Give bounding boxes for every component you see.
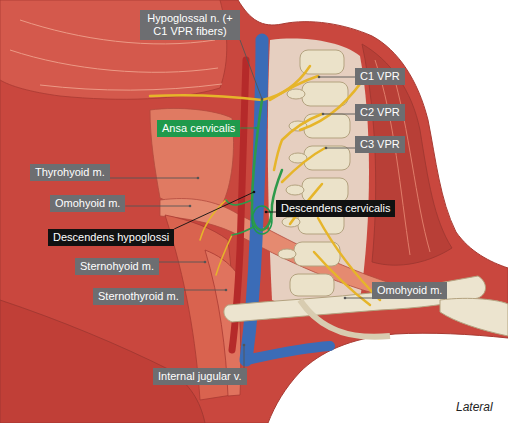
structure-label: Omohyoid m. — [55, 197, 120, 210]
structure-label: Descendens cervicalis — [281, 202, 390, 215]
view-label: Lateral — [456, 400, 493, 414]
structure-label: Omohyoid m. — [377, 284, 442, 297]
leader-line — [244, 345, 245, 368]
leader-dot — [344, 297, 347, 300]
label-box: Hypoglossal n. (+ C1 VPR fibers) — [140, 10, 240, 40]
leader-dot — [253, 191, 256, 194]
label-box: Omohyoid m. — [372, 282, 447, 299]
label-box: Descendens hypoglossi — [48, 229, 174, 246]
c2-ramus — [274, 114, 322, 170]
leader-dot — [225, 289, 228, 292]
structure-label: Internal jugular v. — [158, 370, 242, 383]
structure-label: Ansa cervicalis — [162, 122, 235, 135]
leader-dot — [204, 261, 207, 264]
subclavian-vein — [246, 346, 330, 360]
leader-line — [345, 298, 372, 299]
leader-line — [110, 178, 198, 179]
sternocleidomastoid-remnant — [0, 300, 205, 423]
leader-dot — [325, 147, 328, 150]
leader-line — [323, 114, 355, 115]
c3-ramus — [282, 148, 325, 182]
label-box: Omohyoid m. — [50, 195, 125, 212]
vertebra — [302, 82, 348, 106]
leader-dot — [261, 98, 264, 101]
label-box: Sternothyroid m. — [93, 288, 184, 305]
leader-dot — [265, 211, 268, 214]
structure-label: C2 VPR — [360, 106, 400, 119]
structure-label: C3 VPR — [360, 138, 400, 151]
leader-line — [125, 206, 190, 207]
view-label-text: Lateral — [456, 400, 493, 414]
label-box: Internal jugular v. — [153, 368, 247, 385]
structure-label: C1 VPR — [360, 70, 400, 83]
leader-dot — [255, 127, 258, 130]
posterior-muscle-stripe — [375, 60, 430, 255]
transverse-process — [278, 249, 296, 259]
structure-label: Descendens hypoglossi — [53, 231, 169, 244]
leader-dot — [189, 205, 192, 208]
leader-line — [240, 40, 262, 99]
ansa-loop-highlight — [252, 206, 272, 234]
leader-line — [319, 77, 355, 78]
label-box: C1 VPR — [355, 68, 405, 85]
structure-label: Hypoglossal n. (+ C1 VPR fibers) — [145, 12, 235, 38]
leader-dot — [318, 76, 321, 79]
leader-line — [326, 148, 355, 149]
c6-ramus — [314, 252, 370, 305]
first-rib — [300, 300, 390, 337]
label-box: Descendens cervicalis — [276, 200, 395, 217]
leader-dot — [322, 113, 325, 116]
hypoglossal-nerve — [150, 66, 310, 100]
transverse-process — [286, 185, 304, 195]
structure-label: Sternothyroid m. — [98, 290, 179, 303]
leader-line — [174, 192, 254, 229]
structure-label: Thyrohyoid m. — [35, 166, 105, 179]
branches — [200, 200, 232, 275]
cervical-nerves — [150, 66, 380, 305]
superior-root — [252, 100, 262, 230]
structure-label: Sternohyoid m. — [80, 260, 154, 273]
scapula-acromion — [440, 298, 508, 336]
transverse-process — [287, 89, 305, 99]
label-box: Sternohyoid m. — [75, 258, 159, 275]
ansa-branches — [226, 200, 255, 235]
label-box: C2 VPR — [355, 104, 405, 121]
leader-line — [159, 262, 205, 263]
leader-dot — [243, 344, 246, 347]
vertebra — [290, 274, 334, 296]
c1-ramus — [270, 76, 318, 100]
leader-line — [240, 128, 256, 129]
leader-line — [184, 290, 226, 291]
leader-line — [266, 212, 276, 213]
label-box: Thyrohyoid m. — [30, 164, 110, 181]
leader-dot — [197, 177, 200, 180]
label-box: Ansa cervicalis — [157, 120, 240, 137]
transverse-processes — [278, 89, 307, 259]
label-box: C3 VPR — [355, 136, 405, 153]
